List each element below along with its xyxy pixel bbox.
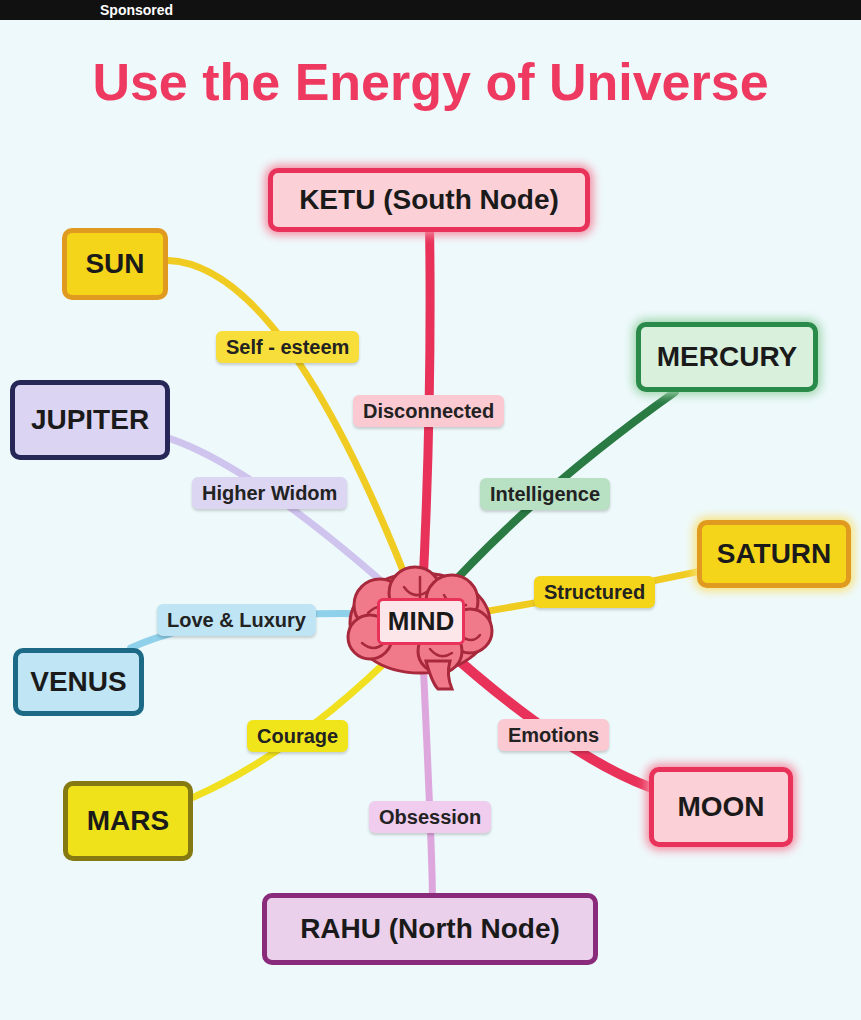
connector: [465, 572, 697, 615]
connector: [193, 645, 403, 797]
planet-box: MARS: [63, 781, 193, 861]
edge-label: Intelligence: [480, 478, 610, 510]
connector: [441, 645, 649, 787]
planet-box: JUPITER: [10, 380, 170, 460]
mind-box: MIND: [377, 598, 465, 645]
node-text: MERCURY: [657, 341, 798, 373]
planet-box: VENUS: [13, 648, 144, 716]
node-text: JUPITER: [31, 404, 149, 436]
connector: [168, 260, 414, 598]
edge-label: Disconnected: [353, 395, 504, 427]
planet-box: MERCURY: [636, 322, 818, 392]
connector: [422, 645, 432, 893]
node-text: MOON: [677, 791, 764, 823]
planet-box: KETU (South Node): [268, 168, 590, 232]
title: Use the Energy of Universe: [0, 52, 861, 112]
planet-box: SATURN: [697, 520, 851, 588]
edge-label: Obsession: [369, 801, 491, 833]
edge-label: Structured: [534, 576, 655, 608]
node-text: MIND: [388, 606, 454, 637]
planet-box: RAHU (North Node): [262, 893, 598, 965]
edge-label: Courage: [247, 720, 348, 752]
node-text: KETU (South Node): [299, 184, 559, 216]
connector: [170, 439, 400, 598]
edge-label: Self - esteem: [216, 331, 359, 363]
sponsored-label: Sponsored: [100, 2, 173, 18]
node-text: SUN: [85, 248, 144, 280]
edge-label: Love & Luxury: [157, 604, 316, 636]
edge-label: Emotions: [498, 719, 609, 751]
edge-label: Higher Widom: [192, 477, 347, 509]
planet-box: MOON: [649, 767, 793, 847]
node-text: SATURN: [717, 538, 832, 570]
node-text: VENUS: [30, 666, 126, 698]
node-text: RAHU (North Node): [300, 913, 560, 945]
node-text: MARS: [87, 805, 169, 837]
planet-box: SUN: [62, 228, 168, 300]
